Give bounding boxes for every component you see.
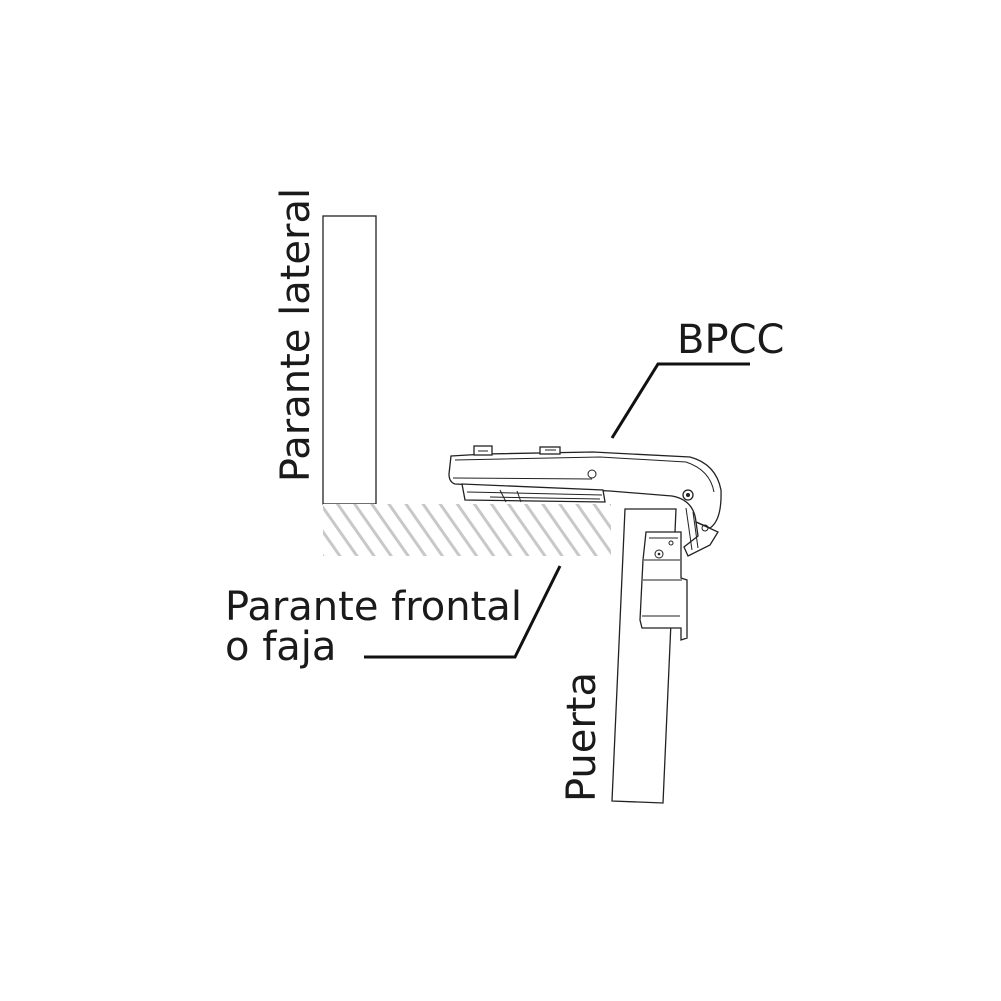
hinge-arm [448, 445, 722, 557]
hinge-label: BPCC [677, 317, 784, 363]
door-label: Puerta [559, 672, 605, 802]
side-panel [322, 215, 377, 505]
hinge-cup [639, 531, 688, 641]
hinge-leader-line [610, 362, 750, 439]
front-panel [323, 504, 611, 556]
front-panel-leader-line [364, 565, 562, 659]
side-panel-label: Parante lateral [273, 188, 319, 482]
front-panel-label-line2: o faja [225, 624, 336, 670]
front-panel-label-line1: Parante frontal [225, 584, 522, 630]
